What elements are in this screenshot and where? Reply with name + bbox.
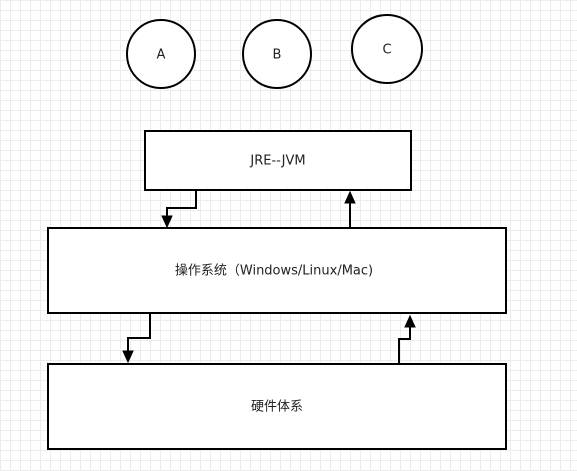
edge-hw-to-os-arrowhead [404,314,416,328]
node-circle-a[interactable]: A [126,19,196,89]
os-box-label: 操作系统（Windows/Linux/Mac) [175,263,373,279]
edge-os-to-jre[interactable] [344,190,356,228]
edge-os-to-hw[interactable] [122,313,151,364]
os-box-shape [47,227,507,314]
edge-hw-to-os-line [398,326,411,364]
edge-os-to-jre-arrowhead [344,190,356,204]
circle-c-shape [351,14,423,84]
jre-box-shape [144,130,412,191]
node-hw-box[interactable]: 硬件体系 [47,363,507,450]
edge-os-to-hw-line [127,313,151,352]
jre-box-label: JRE--JVM [249,154,305,169]
circle-b-label: B [273,48,282,63]
node-circle-b[interactable]: B [242,19,312,89]
circle-a-label: A [157,48,166,63]
circle-c-label: C [382,43,391,58]
node-jre-box[interactable]: JRE--JVM [144,130,412,191]
hw-box-shape [47,363,507,450]
edge-hw-to-os[interactable] [398,314,416,364]
circle-b-shape [242,19,312,89]
hw-box-label: 硬件体系 [251,400,303,415]
edge-jre-to-os-arrowhead [161,215,173,229]
edge-jre-to-os-line [166,190,197,217]
node-os-box[interactable]: 操作系统（Windows/Linux/Mac) [47,227,507,314]
edge-os-to-hw-arrowhead [122,350,134,364]
edge-jre-to-os[interactable] [161,190,197,229]
node-circle-c[interactable]: C [351,14,423,84]
circle-a-shape [126,19,196,89]
